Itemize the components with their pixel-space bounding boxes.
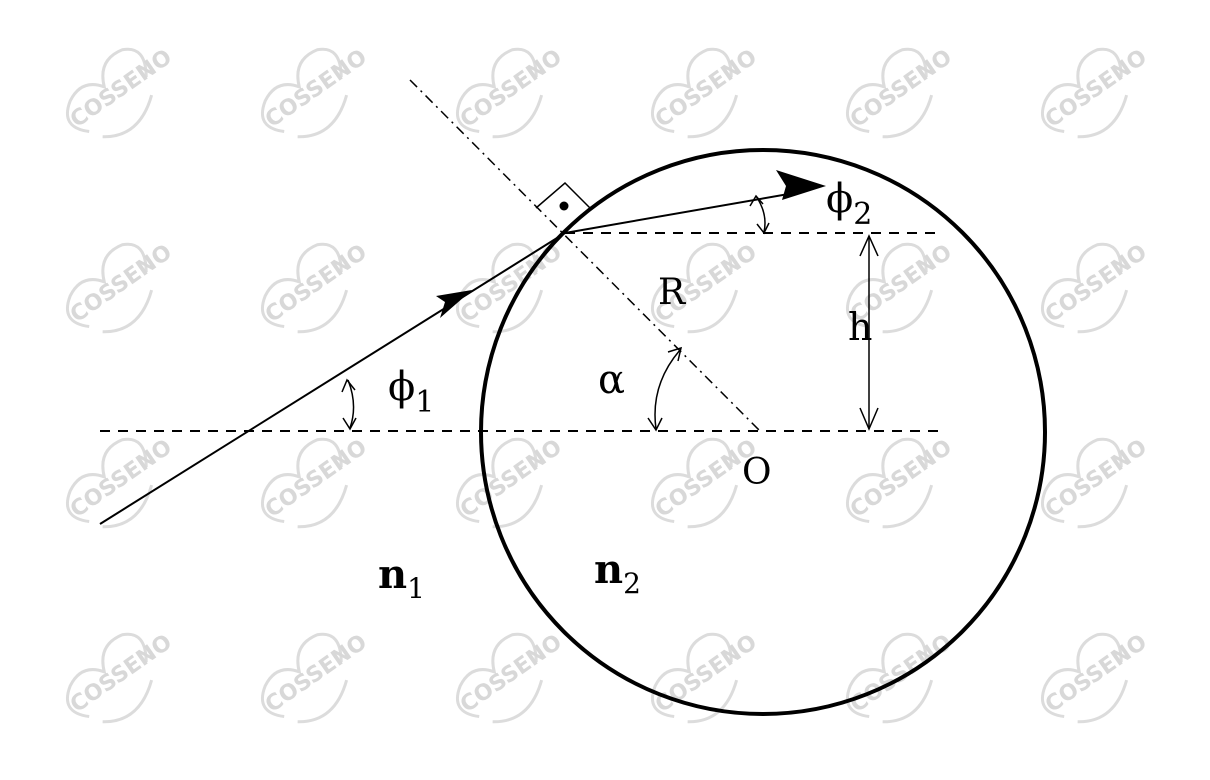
watermark-logo: COSSENO	[245, 430, 372, 547]
sphere-circle	[479, 148, 1047, 716]
svg-text:COSSENO: COSSENO	[1041, 240, 1152, 328]
watermark-logo: COSSENO	[1025, 625, 1152, 742]
watermark-logo: COSSENO	[50, 625, 177, 742]
svg-text:COSSENO: COSSENO	[66, 240, 177, 328]
right-angle-marker	[535, 181, 591, 211]
watermark-logo: COSSENO	[440, 430, 567, 547]
height-label: h	[848, 305, 872, 349]
phi1-label: ϕ1	[388, 364, 434, 420]
refracted-ray-arrowhead	[776, 170, 826, 200]
svg-text:COSSENO: COSSENO	[846, 630, 957, 718]
svg-text:COSSENO: COSSENO	[456, 435, 567, 523]
center-label: O	[742, 452, 772, 493]
watermark-logo: COSSENO	[635, 625, 762, 742]
svg-text:COSSENO: COSSENO	[456, 630, 567, 718]
refracted-ray	[564, 191, 801, 234]
watermark-logo: COSSENO	[245, 40, 372, 157]
svg-text:COSSENO: COSSENO	[66, 630, 177, 718]
watermark-logo: COSSENO	[830, 40, 957, 157]
watermark-logo: COSSENO	[50, 235, 177, 352]
watermark-logo: COSSENO	[635, 40, 762, 157]
svg-text:COSSENO: COSSENO	[651, 630, 762, 718]
watermark-logo: COSSENO	[830, 430, 957, 547]
radius-label: R	[658, 272, 686, 313]
svg-text:COSSENO: COSSENO	[1041, 630, 1152, 718]
watermark-logo: COSSENO	[50, 40, 177, 157]
incident-ray-arrowhead	[436, 290, 472, 318]
normal-line	[409, 79, 761, 432]
watermark-logo: COSSENO	[440, 235, 567, 352]
watermark-logo: COSSENO	[1025, 235, 1152, 352]
svg-text:COSSENO: COSSENO	[261, 630, 372, 718]
phi2-label: ϕ2	[826, 176, 872, 232]
watermark-logo: COSSENO	[50, 430, 177, 547]
svg-text:COSSENO: COSSENO	[261, 435, 372, 523]
incident-ray	[99, 232, 566, 525]
watermark-logo: COSSENO	[1025, 430, 1152, 547]
watermark-logo: COSSENO	[1025, 40, 1152, 157]
svg-text:COSSENO: COSSENO	[846, 45, 957, 133]
height-dimension-arrow	[859, 234, 879, 431]
alpha-label: α	[598, 357, 625, 403]
svg-text:COSSENO: COSSENO	[456, 45, 567, 133]
watermark-logo: COSSENO	[245, 235, 372, 352]
svg-text:COSSENO: COSSENO	[1041, 435, 1152, 523]
n1-label: n1	[378, 551, 425, 605]
svg-text:COSSENO: COSSENO	[66, 45, 177, 133]
watermark-logo: COSSENO	[245, 625, 372, 742]
watermark-logo: COSSENO	[440, 40, 567, 157]
svg-text:COSSENO: COSSENO	[261, 45, 372, 133]
alpha-angle-arc	[654, 349, 681, 430]
svg-text:COSSENO: COSSENO	[651, 45, 762, 133]
watermark-logo: COSSENO	[440, 625, 567, 742]
svg-text:COSSENO: COSSENO	[261, 240, 372, 328]
svg-text:COSSENO: COSSENO	[1041, 45, 1152, 133]
svg-text:COSSENO: COSSENO	[846, 435, 957, 523]
svg-text:COSSENO: COSSENO	[456, 240, 567, 328]
n2-label: n2	[594, 546, 641, 600]
